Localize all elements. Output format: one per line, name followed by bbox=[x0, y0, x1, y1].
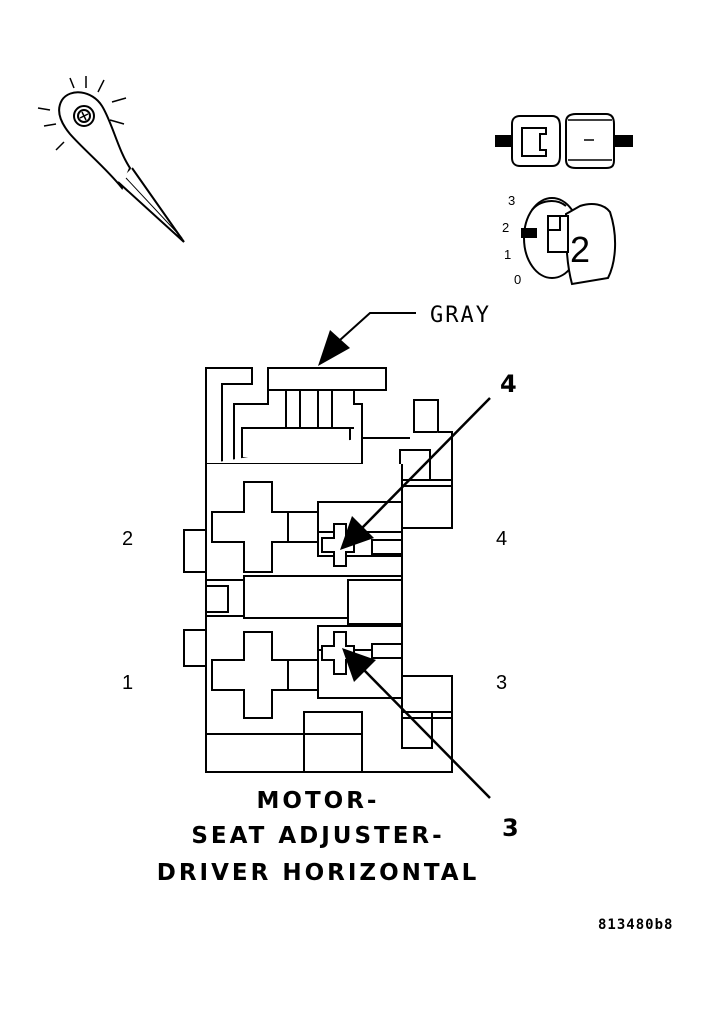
pin-label-2: 2 bbox=[122, 528, 133, 550]
pin-label-4: 4 bbox=[496, 528, 507, 550]
callout-arrow-3 bbox=[342, 648, 491, 799]
terminal-cavity-1 bbox=[211, 631, 289, 719]
connector-pair-icon bbox=[495, 113, 633, 169]
pin-label-3: 3 bbox=[496, 672, 507, 694]
scale-label-2: 2 bbox=[502, 220, 509, 235]
connector-body bbox=[183, 367, 453, 773]
callout-label-3: 3 bbox=[502, 814, 519, 842]
terminal-cavity-2 bbox=[211, 481, 289, 573]
figure-code: 813480b8 bbox=[598, 917, 673, 933]
terminal-cavity-3 bbox=[321, 631, 355, 675]
pin-label-1: 1 bbox=[122, 672, 133, 694]
scale-label-0: 0 bbox=[514, 272, 521, 287]
callout-label-4: 4 bbox=[500, 370, 517, 398]
scale-label-3: 3 bbox=[508, 193, 515, 208]
callout-arrow-4 bbox=[340, 397, 491, 550]
caption-line-2: SEAT ADJUSTER- bbox=[191, 823, 444, 849]
probe-tool-icon bbox=[37, 76, 185, 243]
color-label: GRAY bbox=[430, 303, 491, 328]
color-pointer-arrow bbox=[318, 312, 416, 366]
scale-label-1: 1 bbox=[504, 247, 511, 262]
caption-line-1: MOTOR- bbox=[257, 788, 380, 814]
key-position-icon: 3 2 1 0 2 bbox=[502, 193, 617, 287]
caption-line-3: DRIVER HORIZONTAL bbox=[157, 860, 480, 886]
key-number: 2 bbox=[570, 229, 590, 270]
